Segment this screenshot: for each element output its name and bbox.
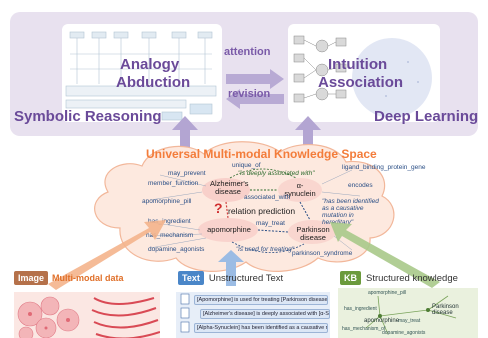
quote-used-for: "is used for treating"	[236, 246, 295, 253]
text-panel: [Apomorphine] is used for treating [Park…	[176, 292, 330, 338]
bidirectional-arrows	[226, 69, 284, 109]
text-source-label: Unstructured Text	[208, 272, 284, 284]
kb-node-parkinson: Parkinson disease	[432, 304, 459, 316]
edge-has-mechanism: has_mechanism	[146, 232, 194, 239]
deep-learning-box: Intuition Association	[288, 24, 440, 122]
knowledge-space-title: Universal Multi-modal Knowledge Space	[146, 147, 377, 161]
text-source-header: Text Unstructured Text	[178, 271, 283, 285]
edge-associated-with: associated_with	[244, 194, 291, 201]
edge-dopamine-agonists: dopamine_agonists	[148, 246, 205, 253]
text-snippet-1: [Apomorphine] is used for treating [Park…	[194, 295, 328, 305]
node-alzheimers: Alzheimer's disease	[210, 179, 249, 196]
edge-parkinsons-syndrome: parkinson_syndrome	[292, 250, 353, 257]
symbolic-tree-figure	[65, 31, 217, 121]
symbolic-box: Analogy Abduction	[62, 24, 222, 122]
attention-arrow	[226, 69, 284, 89]
abduction-label: Abduction	[116, 74, 191, 91]
deep-learning-label: Deep Learning	[374, 108, 479, 125]
edge-unique-of: unique_of	[232, 162, 261, 169]
kb-node-dopamine: dopamine_agonists	[382, 330, 426, 336]
image-panel	[14, 292, 160, 338]
kb-panel: apomorphine Parkinson disease apomorphin…	[338, 288, 478, 338]
image-arrow	[48, 220, 166, 290]
association-label: Association	[318, 74, 404, 91]
up-arrow-left	[172, 116, 198, 150]
revision-label: revision	[228, 88, 271, 100]
image-tag: Image	[14, 271, 49, 285]
kb-edge-apomorphine-pill: apomorphine_pill	[368, 290, 407, 296]
text-arrow	[218, 250, 244, 286]
intuition-label: Intuition	[328, 56, 388, 73]
edge-ligand-binding: ligand_binding_protein_gene	[342, 164, 426, 171]
neural-net-figure	[293, 35, 432, 118]
kb-tag: KB	[340, 271, 361, 285]
up-arrow-right	[295, 116, 321, 150]
kb-source-label: Structured knowledge	[366, 272, 458, 284]
node-parkinson: Parkinson disease	[296, 225, 330, 242]
image-source-header: Image Multi-modal data	[14, 271, 124, 285]
node-apomorphine: apomorphine	[207, 225, 251, 234]
edge-encodes: encodes	[348, 182, 373, 189]
kb-source-header: KB Structured knowledge	[340, 271, 458, 285]
kb-edge-may-treat: may_treat	[398, 318, 421, 324]
quote-deeply-associated: "is deeply associated with"	[238, 170, 315, 177]
question-mark: ?	[214, 200, 223, 216]
kb-edge-has-mechanism: has_mechanism_of	[342, 326, 386, 332]
relation-prediction-label: relation prediction	[228, 206, 296, 216]
text-tag: Text	[178, 271, 204, 285]
analogy-label: Analogy	[120, 56, 180, 73]
node-synuclein: α-synuclein	[284, 181, 316, 198]
edge-member-function: member_function	[148, 180, 199, 187]
cell-images	[17, 296, 160, 338]
kb-node-apomorphine: apomorphine	[364, 318, 400, 324]
document-icons	[180, 293, 190, 333]
image-source-label: Multi-modal data	[52, 273, 124, 283]
revision-arrow	[226, 89, 284, 109]
kb-edge-has-ingredient: has_ingredient	[344, 306, 377, 312]
edge-has-ingredient: has_ingredient	[148, 218, 191, 225]
kb-graph-figure	[365, 295, 457, 335]
symbolic-reasoning-label: Symbolic Reasoning	[14, 108, 162, 125]
kb-arrow	[330, 222, 440, 288]
attention-label: attention	[224, 46, 271, 58]
edge-apomorphine-pill: apomorphine_pill	[142, 198, 192, 205]
edge-may-treat: may_treat	[256, 220, 285, 227]
quote-identified: "has been identified as a causative muta…	[322, 198, 379, 226]
edge-may-prevent: may_prevent	[168, 170, 206, 177]
text-snippet-2: [Alzheimer's disease] is deeply associat…	[200, 309, 330, 319]
text-snippet-3: [Alpha-Synuclein] has been identified as…	[194, 323, 328, 333]
